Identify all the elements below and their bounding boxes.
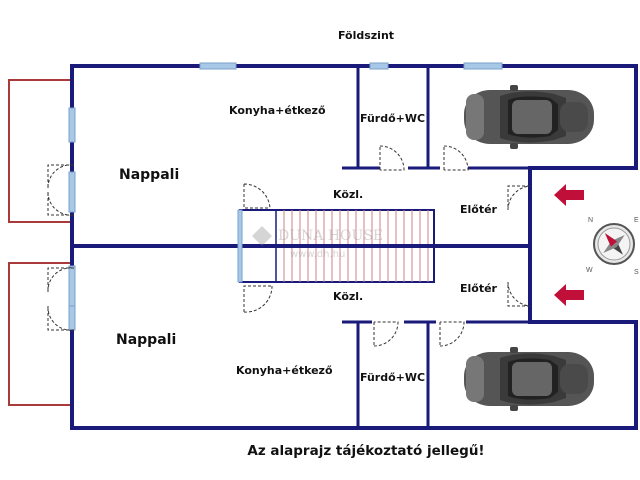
arrow-left-icon [554, 184, 584, 206]
floor-title: Földszint [338, 29, 394, 42]
room-living-bottom: Nappali [116, 332, 176, 348]
watermark: DUNA HOUSE www.dh.hu [252, 226, 383, 260]
watermark-logo-icon [252, 226, 272, 246]
top-terrace [8, 79, 72, 223]
room-corridor-bottom: Közl. [333, 290, 363, 303]
room-living-top: Nappali [119, 167, 179, 183]
compass-icon: N E S W [586, 217, 639, 276]
bottom-terrace [8, 262, 72, 406]
room-corridor-top: Közl. [333, 188, 363, 201]
room-bath-top: Fürdő+WC [360, 112, 425, 125]
room-kitchen-bottom: Konyha+étkező [236, 364, 333, 377]
room-hall-bottom: Előtér [460, 282, 498, 295]
room-hall-top: Előtér [460, 203, 498, 216]
car-top [464, 85, 594, 149]
compass-s: S [634, 269, 639, 276]
room-bath-bottom: Fürdő+WC [360, 371, 425, 384]
inner-walls [342, 66, 530, 428]
doors [47, 145, 531, 347]
windows [68, 62, 503, 331]
disclaimer-note: Az alaprajz tájékoztató jellegű! [247, 443, 484, 459]
terraces [8, 79, 72, 406]
watermark-brand: DUNA HOUSE [278, 228, 383, 244]
compass-e: E [634, 217, 639, 224]
room-kitchen-top: Konyha+étkező [229, 104, 326, 117]
car-bottom [464, 347, 594, 411]
compass-w: W [586, 267, 593, 274]
entrance-arrows [554, 184, 584, 306]
arrow-left-icon [554, 284, 584, 306]
watermark-url: www.dh.hu [290, 249, 345, 260]
compass-n: N [588, 217, 593, 224]
